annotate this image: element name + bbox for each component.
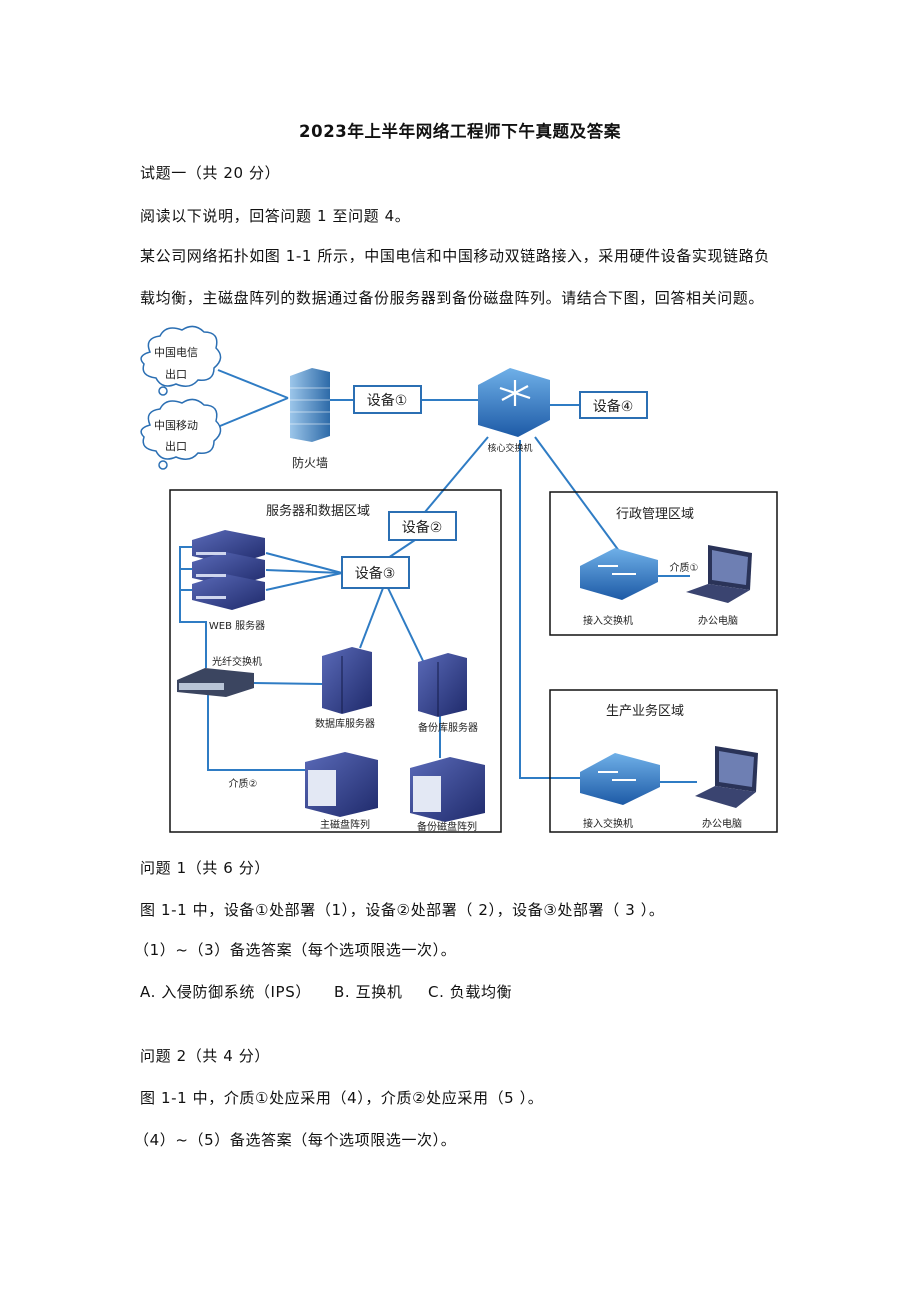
option-a: A. 入侵防御系统（IPS） [140,983,311,1001]
admin-zone-title: 行政管理区域 [616,507,694,522]
svg-text:WEB 服务器: WEB 服务器 [209,619,265,632]
option-b: B. 互换机 [334,983,403,1001]
web-server-icon: WEB 服务器 [192,530,265,632]
svg-text:光纤交换机: 光纤交换机 [212,655,262,668]
svg-text:设备①: 设备① [367,392,408,409]
production-access-switch-icon: 接入交换机 [580,753,660,830]
admin-office-pc-icon: 办公电脑 [686,545,752,627]
medium-2-label: 介质② [229,778,258,790]
admin-zone-frame [549,491,778,636]
question-1-heading: 问题 1（共 6 分） [140,859,270,877]
question-1-options-intro: （1）~（3）备选答案（每个选项限选一次）。 [134,941,457,959]
svg-text:主磁盘阵列: 主磁盘阵列 [320,818,370,831]
question-1-text: 图 1-1 中，设备①处部署（1），设备②处部署（ 2），设备③处部署（ 3 ）… [140,901,665,919]
main-disk-array-icon: 介质② 主磁盘阵列 [229,752,378,831]
question-2-heading: 问题 2（共 4 分） [140,1047,270,1065]
intro-text: 阅读以下说明，回答问题 1 至问题 4。 [140,207,411,225]
svg-text:防火墙: 防火墙 [292,455,328,470]
svg-text:中国电信: 中国电信 [154,346,198,359]
production-office-pc-icon: 办公电脑 [695,746,758,830]
svg-text:办公电脑: 办公电脑 [698,614,738,627]
description-line-1: 某公司网络拓扑如图 1-1 所示，中国电信和中国移动双链路接入，采用硬件设备实现… [140,247,770,265]
question-2-options-intro: （4）~（5）备选答案（每个选项限选一次）。 [134,1131,457,1149]
backup-disk-array-icon: 备份磁盘阵列 [410,757,485,833]
core-switch-icon: 核心交换机 [478,368,550,454]
svg-text:出口: 出口 [165,439,187,453]
cloud-mobile-icon: 中国移动 出口 [140,398,222,470]
section-heading: 试题一（共 20 分） [140,164,281,182]
firewall-icon: 防火墙 [290,368,330,470]
device-4-box: 设备④ [579,391,648,419]
svg-text:设备④: 设备④ [593,398,634,415]
svg-text:接入交换机: 接入交换机 [583,817,633,830]
device-3-box: 设备③ [341,556,410,589]
cloud-telecom-icon: 中国电信 出口 [140,325,222,396]
svg-text:出口: 出口 [165,367,187,381]
links [179,369,697,783]
admin-access-switch-icon: 接入交换机 [580,548,658,627]
device-2-box: 设备② [388,511,457,541]
svg-text:核心交换机: 核心交换机 [487,442,532,454]
svg-text:接入交换机: 接入交换机 [583,614,633,627]
option-c: C. 负载均衡 [428,983,513,1001]
fiber-switch-icon: 光纤交换机 [177,655,262,697]
medium-1-label: 介质① [670,562,699,574]
svg-text:数据库服务器: 数据库服务器 [315,717,375,730]
svg-text:备份磁盘阵列: 备份磁盘阵列 [417,820,477,833]
server-zone-frame [169,489,502,833]
svg-text:备份库服务器: 备份库服务器 [418,721,478,734]
production-zone-frame [549,689,778,833]
database-server-icon: 数据库服务器 [315,647,375,730]
question-2-text: 图 1-1 中，介质①处应采用（4），介质②处应采用（5 ）。 [140,1089,544,1107]
description-line-2: 载均衡，主磁盘阵列的数据通过备份服务器到备份磁盘阵列。请结合下图，回答相关问题。 [140,289,765,307]
server-zone-title: 服务器和数据区域 [266,503,370,519]
svg-text:设备③: 设备③ [355,565,396,582]
svg-text:办公电脑: 办公电脑 [702,817,742,830]
svg-text:中国移动: 中国移动 [154,419,198,432]
device-1-box: 设备① [353,385,422,414]
production-zone-title: 生产业务区域 [606,703,684,719]
document-title: 2023年上半年网络工程师下午真题及答案 [299,122,621,141]
backup-server-icon: 备份库服务器 [418,653,478,734]
svg-text:设备②: 设备② [402,519,443,536]
